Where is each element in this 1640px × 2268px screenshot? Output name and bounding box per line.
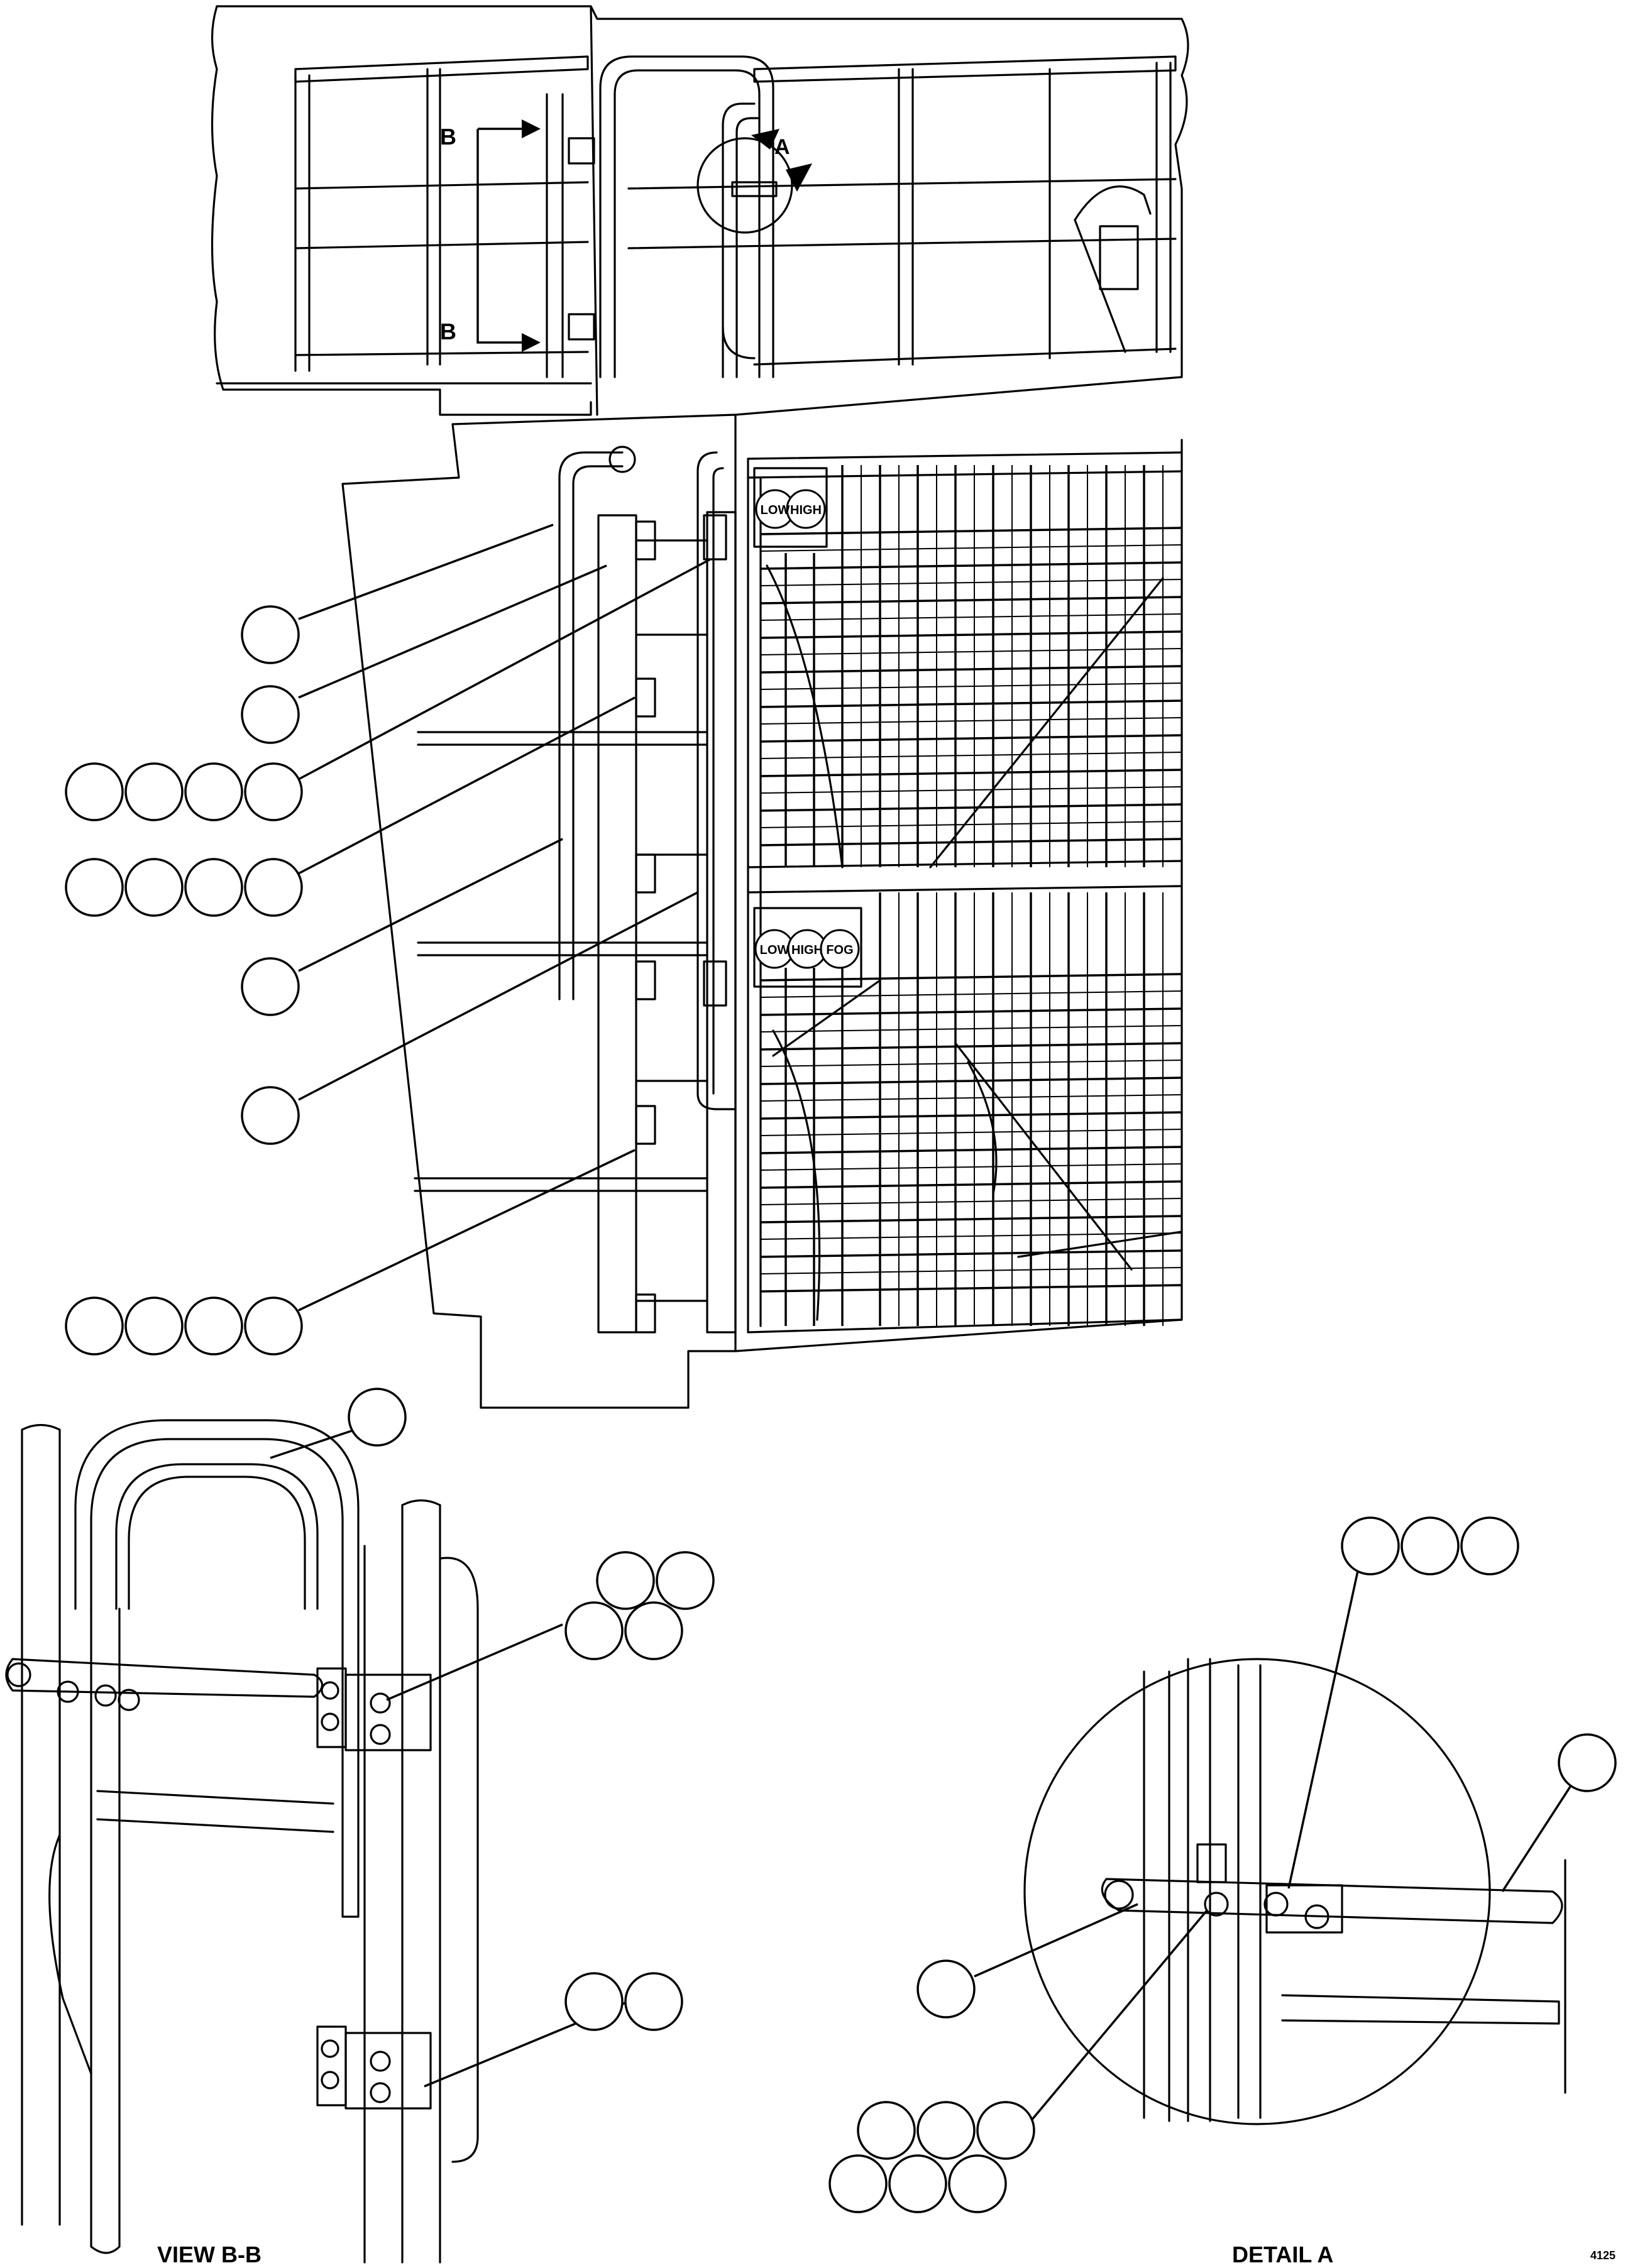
callout-bubble <box>1558 1733 1617 1792</box>
callout-bubble <box>244 858 303 917</box>
detail-letter-a: A <box>774 135 790 159</box>
callout-bubble <box>888 2154 947 2213</box>
callout-bubble <box>65 1296 124 1356</box>
callout-bubble <box>624 1601 683 1660</box>
radiator-cables <box>766 564 1183 1321</box>
callout-bubble <box>1341 1516 1400 1575</box>
detail-a: DETAIL A <box>1023 1658 1566 2267</box>
radiator-grid-lower-fine <box>760 892 1182 1326</box>
callout-bubble <box>596 1551 655 1610</box>
gauge-label: FOG <box>826 943 853 957</box>
gauge-label: LOW <box>760 943 790 957</box>
callout-bubble <box>124 1296 184 1356</box>
gauge-label: HIGH <box>791 943 823 957</box>
callout-bubble <box>976 2101 1035 2160</box>
callout-bubble <box>241 957 300 1016</box>
detail-a-callout-circle <box>696 137 793 234</box>
upper-platform: A B B <box>211 5 1189 1352</box>
callout-bubble <box>124 762 184 821</box>
callout-bubble <box>916 2101 976 2160</box>
gauge-high-upper <box>786 489 826 529</box>
callout-bubble <box>656 1551 715 1610</box>
callout-bubble <box>241 685 300 744</box>
callout-bubble <box>916 1959 976 2019</box>
callout-bubble <box>564 1972 624 2031</box>
callout-bubble <box>828 2154 888 2213</box>
callout-bubble <box>244 762 303 821</box>
callout-bubble <box>564 1601 624 1660</box>
gauge-label: HIGH <box>790 503 822 517</box>
callout-bubble <box>241 605 300 664</box>
detail-a-title: DETAIL A <box>1232 2242 1333 2267</box>
ladder-side-view <box>341 414 1183 1409</box>
drawing-number: 4125 <box>1590 2249 1615 2262</box>
callout-bubble <box>65 762 124 821</box>
callout-bubble <box>184 1296 243 1356</box>
callout-bubble <box>124 858 184 917</box>
callout-bubble <box>857 2101 916 2160</box>
callout-bubble <box>1460 1516 1519 1575</box>
callout-bubble <box>624 1972 683 2031</box>
section-letter-b-lower: B <box>440 319 456 344</box>
callout-bubble <box>1401 1516 1460 1575</box>
callout-bubble <box>348 1388 407 1447</box>
radiator-grid-lower <box>760 892 1182 1326</box>
section-letter-b-upper: B <box>440 124 456 150</box>
radiator-grid-upper <box>760 465 1182 867</box>
callout-bubble <box>184 858 243 917</box>
gauge-panel-upper: LOW HIGH <box>753 467 828 548</box>
leader-lines <box>270 523 1573 2122</box>
view-bb-title: VIEW B-B <box>157 2242 261 2267</box>
gauge-label: LOW <box>761 503 790 517</box>
callout-bubble <box>244 1296 303 1356</box>
callout-bubbles <box>65 605 1617 2213</box>
callout-bubble <box>65 858 124 917</box>
callout-bubble <box>948 2154 1007 2213</box>
gauge-fog-lower <box>820 929 860 969</box>
view-bb: VIEW B-B <box>5 1419 479 2267</box>
radiator-grid-upper-fine <box>760 465 1182 867</box>
callout-bubble <box>241 1086 300 1145</box>
gauge-panel-lower: LOW HIGH FOG <box>753 907 862 988</box>
callout-bubble <box>184 762 243 821</box>
